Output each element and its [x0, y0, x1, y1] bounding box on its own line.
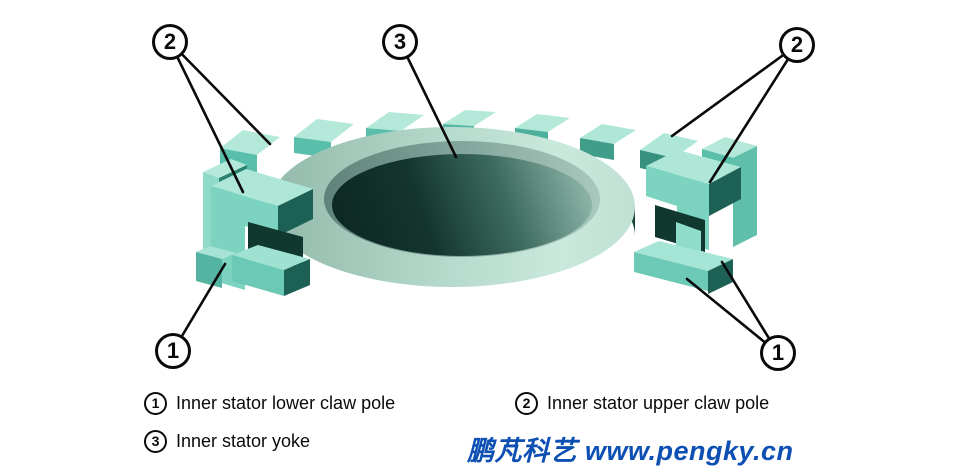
right-lower-claw-pole: [634, 222, 733, 294]
legend-number-2: 2: [515, 391, 538, 415]
callout-2-right: 2: [779, 27, 815, 63]
pengky-watermark: 鹏芃科艺 www.pengky.cn: [467, 436, 794, 466]
legend-label-upper-claw-pole: Inner stator upper claw pole: [547, 392, 770, 413]
legend-label-lower-claw-pole: Inner stator lower claw pole: [176, 392, 396, 413]
right-claw-assembly: [634, 137, 757, 294]
yoke-bore-hole: [332, 154, 592, 256]
stator-yoke-ring: [269, 127, 635, 287]
callout-1-left: 1: [155, 333, 191, 369]
legend-item-lower-claw-pole: 1 Inner stator lower claw pole: [144, 391, 395, 415]
legend-item-upper-claw-pole: 2 Inner stator upper claw pole: [515, 391, 769, 415]
legend-item-yoke: 3 Inner stator yoke: [144, 429, 310, 453]
callout-3-top: 3: [382, 24, 418, 60]
legend-number-1: 1: [144, 391, 167, 415]
callout-1-right: 1: [760, 335, 796, 371]
left-lower-claw-pole: [196, 245, 310, 296]
legend-label-yoke: Inner stator yoke: [176, 430, 311, 451]
legend-number-3: 3: [144, 429, 167, 453]
callout-2-left: 2: [152, 24, 188, 60]
